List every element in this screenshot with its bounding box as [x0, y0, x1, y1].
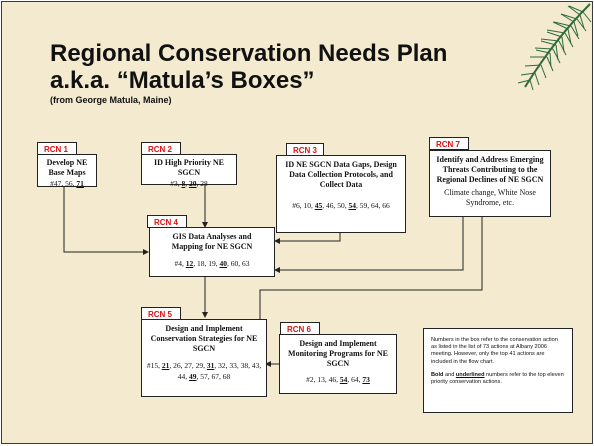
- slide-title: Regional Conservation Needs Plan a.k.a. …: [50, 40, 447, 94]
- legend-note: Numbers in the box refer to the conserva…: [423, 328, 573, 413]
- rcn4-title: GIS Data Analyses and Mapping for NE SGC…: [171, 232, 253, 251]
- rcn6-title: Design and Implement Monitoring Programs…: [288, 339, 388, 368]
- rcn2-numbers: #3, 8, 20, 28: [170, 179, 208, 188]
- rcn3-title: ID NE SGCN Data Gaps, Design Data Collec…: [285, 160, 397, 189]
- rcn3-numbers: #6, 10, 45, 46, 50, 54, 59, 64, 66: [292, 201, 390, 210]
- note-paragraph-1: Numbers in the box refer to the conserva…: [431, 337, 558, 365]
- rcn6-numbers: #2, 13, 46, 54, 64, 73: [306, 375, 370, 384]
- rcn1-numbers: #47, 56, 71: [50, 179, 84, 188]
- rcn2-title: ID High Priority NE SGCN: [154, 158, 224, 177]
- rcn1-box: Develop NE Base Maps #47, 56, 71: [37, 154, 97, 188]
- rcn7-title: Identify and Address Emerging Threats Co…: [436, 155, 544, 184]
- rcn1-title: Develop NE Base Maps: [46, 158, 88, 177]
- rcn2-box: ID High Priority NE SGCN #3, 8, 20, 28: [141, 154, 237, 188]
- rcn5-numbers: #15, 21, 26, 27, 29, 31, 32, 33, 38, 43,…: [146, 361, 262, 381]
- pine-branch-icon: [517, 3, 592, 91]
- rcn5-box: Design and Implement Conservation Strate…: [141, 319, 267, 397]
- note-paragraph-2: Bold and underlined numbers refer to the…: [431, 371, 564, 386]
- rcn5-title: Design and Implement Conservation Strate…: [150, 324, 258, 353]
- rcn7-description: Climate change, White Nose Syndrome, etc…: [444, 188, 536, 207]
- rcn4-numbers: #4, 12, 18, 19, 40, 60, 63: [174, 259, 250, 268]
- rcn4-box: GIS Data Analyses and Mapping for NE SGC…: [149, 227, 275, 277]
- slide-subtitle: (from George Matula, Maine): [50, 95, 172, 105]
- title-line-2: a.k.a. “Matula’s Boxes”: [50, 67, 315, 94]
- rcn7-box: Identify and Address Emerging Threats Co…: [429, 150, 551, 217]
- rcn3-box: ID NE SGCN Data Gaps, Design Data Collec…: [276, 155, 406, 233]
- title-line-1: Regional Conservation Needs Plan: [50, 40, 448, 67]
- rcn6-box: Design and Implement Monitoring Programs…: [279, 334, 397, 394]
- rcn7-tag: RCN 7: [429, 137, 469, 150]
